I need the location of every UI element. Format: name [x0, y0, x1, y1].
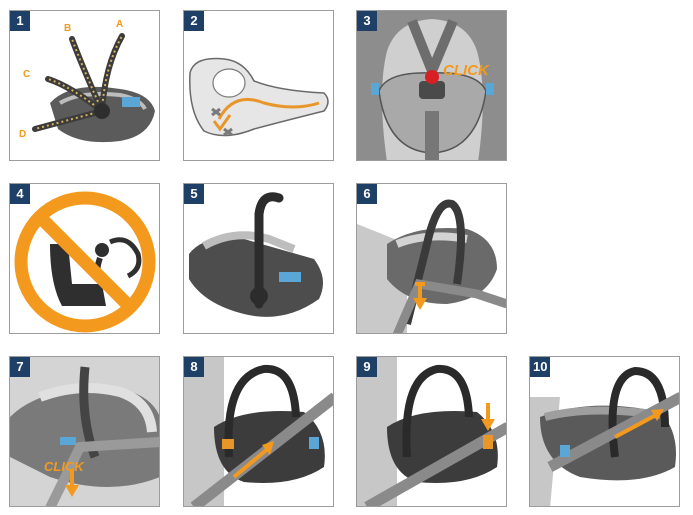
- step-2-panel: 2: [183, 10, 334, 161]
- belt-clip-click-illustration: CLICK: [10, 357, 159, 506]
- step-1-panel: 1 A B C D: [9, 10, 160, 161]
- harness-buckle-illustration: CLICK: [357, 11, 506, 160]
- carrier-handle-up-illustration: [189, 192, 323, 317]
- handle-position-d-label: D: [19, 129, 26, 140]
- belt-hook-illustration: [357, 357, 506, 506]
- step-5-panel: 5: [183, 183, 334, 334]
- step-9-panel: 9: [356, 356, 507, 507]
- shoulder-belt-routing-illustration: [530, 366, 679, 506]
- step-6-panel: 6: [356, 183, 507, 334]
- click-callout: CLICK: [443, 62, 490, 79]
- no-airbag-warning-illustration: [14, 191, 156, 333]
- step-number-badge: 2: [184, 11, 204, 31]
- step-4-panel: 4: [9, 183, 160, 334]
- step-number-badge: 3: [357, 11, 377, 31]
- step-number-badge: 5: [184, 184, 204, 204]
- diagonal-belt-routing-illustration: [184, 357, 333, 506]
- handle-positions-illustration: A B C D: [19, 19, 155, 143]
- step-7-panel: 7 CLICK: [9, 356, 160, 507]
- step-number-badge: 10: [530, 357, 551, 377]
- step-number-badge: 9: [357, 357, 377, 377]
- step-number-badge: 4: [10, 184, 30, 204]
- step-10-panel: 10: [529, 356, 680, 507]
- handle-position-c-label: C: [23, 69, 30, 80]
- click-callout: CLICK: [44, 459, 85, 474]
- handle-position-a-label: A: [116, 19, 123, 30]
- lap-belt-routing-illustration: [357, 199, 506, 333]
- seat-shell-illustration: [189, 57, 329, 137]
- step-3-panel: 3 CLICK: [356, 10, 507, 161]
- step-number-badge: 7: [10, 357, 30, 377]
- step-number-badge: 6: [357, 184, 377, 204]
- step-number-badge: 8: [184, 357, 204, 377]
- step-8-panel: 8: [183, 356, 334, 507]
- step-number-badge: 1: [10, 11, 30, 31]
- handle-position-b-label: B: [64, 23, 71, 34]
